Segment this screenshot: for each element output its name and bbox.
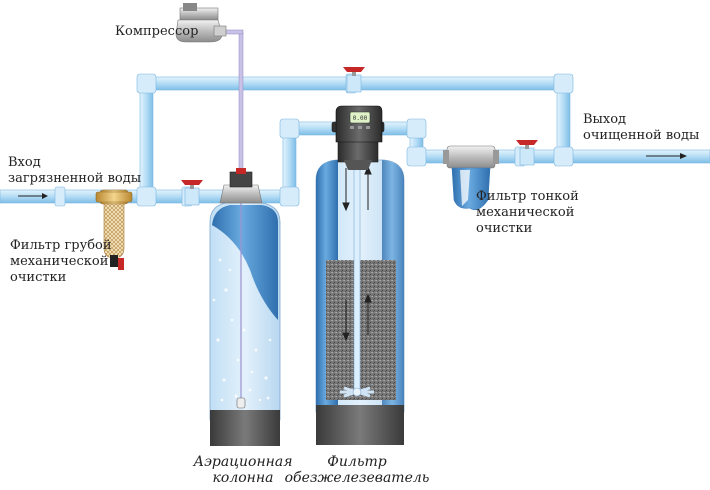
bypass-riser xyxy=(139,81,154,198)
valve-handle-icon[interactable] xyxy=(516,140,538,145)
valve-handle-icon[interactable] xyxy=(343,67,365,72)
drain-valve-icon[interactable] xyxy=(118,258,124,270)
aeration-column-label-line1: Аэрационная xyxy=(192,454,292,470)
iron-filter-label-line2: обезжелезеватель xyxy=(285,470,430,486)
riser-tube xyxy=(353,164,361,391)
inlet-label-line2: загрязненной воды xyxy=(8,171,141,186)
elbow-coupling xyxy=(406,118,427,139)
tee-coupling xyxy=(553,146,574,167)
controller-display xyxy=(349,111,371,124)
iron-filter-label-line1: Фильтр xyxy=(327,454,386,470)
elbow-coupling xyxy=(406,146,427,167)
coarse-filter-label-line3: очистки xyxy=(10,270,66,285)
iron-removal-filter: 0.00 xyxy=(315,105,405,445)
aeration-head xyxy=(219,184,263,204)
fine-filter-label-line1: Фильтр тонкой xyxy=(476,189,579,204)
compressor-label: Компрессор xyxy=(115,24,198,39)
filter-media xyxy=(326,260,396,400)
fine-filter xyxy=(443,145,499,211)
air-diffuser xyxy=(236,397,246,409)
elbow-coupling xyxy=(136,73,157,94)
control-valve-body xyxy=(337,139,379,163)
fine-filter-label-line2: механической xyxy=(476,205,574,220)
valves xyxy=(181,67,538,206)
coarse-filter-label-line2: механической xyxy=(10,254,108,269)
inlet-label-line1: Вход xyxy=(8,155,41,170)
elbow-coupling xyxy=(553,73,574,94)
bypass-valve[interactable] xyxy=(343,67,365,93)
air-line xyxy=(238,31,244,181)
elbow-coupling xyxy=(279,186,300,207)
outlet-valve[interactable] xyxy=(516,140,538,166)
distributor xyxy=(352,387,362,397)
outlet-arrow-icon xyxy=(680,153,687,159)
controller-display-text: 0.00 xyxy=(353,115,368,122)
elbow-coupling xyxy=(279,118,300,139)
outlet-label-line1: Выход xyxy=(583,112,626,127)
inlet-valve[interactable] xyxy=(181,180,203,206)
aeration-column xyxy=(209,168,281,446)
coupling xyxy=(54,186,66,207)
aeration-column-label-line2: колонна xyxy=(213,470,274,486)
outlet-label-line2: очищенной воды xyxy=(583,128,699,143)
coarse-filter-label-line1: Фильтр грубой xyxy=(10,238,112,253)
valve-handle-icon[interactable] xyxy=(181,180,203,185)
coarse-filter xyxy=(95,189,133,270)
inlet-arrow-icon xyxy=(42,193,48,199)
compressor xyxy=(175,3,227,43)
controller-head xyxy=(335,105,383,143)
tee-coupling xyxy=(136,186,157,207)
fine-filter-label-line3: очистки xyxy=(476,221,532,236)
air-bubbles xyxy=(212,258,272,402)
